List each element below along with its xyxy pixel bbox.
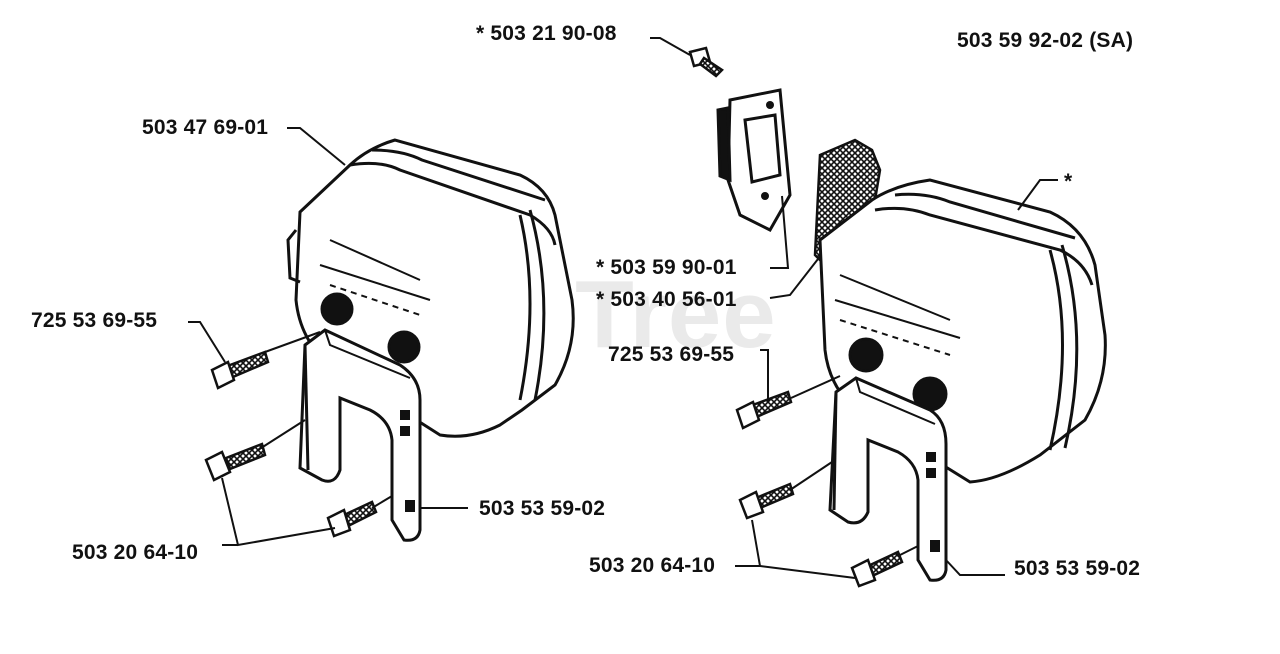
label-muffler-right: *	[1064, 170, 1073, 193]
leader-lines-left	[188, 127, 468, 547]
bracket-left	[298, 328, 422, 542]
screw-left-lower	[326, 500, 378, 538]
label-screws-left: 503 20 64-10	[72, 541, 199, 564]
screw-left-upper	[204, 442, 267, 482]
label-screw-top: * 503 21 90-08	[476, 22, 617, 45]
screw-right-upper	[738, 482, 795, 520]
gasket-plate	[716, 88, 792, 269]
label-bolt-left: 725 53 69-55	[31, 309, 158, 332]
label-spark-screen: * 503 40 56-01	[596, 288, 737, 311]
label-muffler-left: 503 47 69-01	[142, 116, 269, 139]
leader-lines-right	[735, 179, 1058, 579]
bolt-left	[210, 350, 270, 390]
label-gasket: * 503 59 90-01	[596, 256, 737, 279]
screw-top	[650, 37, 724, 78]
label-bracket-left: 503 53 59-02	[479, 497, 606, 520]
label-bracket-right: 503 53 59-02	[1014, 557, 1141, 580]
bolt-right	[735, 390, 793, 430]
screw-right-lower	[850, 550, 904, 588]
label-screws-right: 503 20 64-10	[589, 554, 716, 577]
label-bolt-right: 725 53 69-55	[608, 343, 735, 366]
bracket-right	[828, 376, 948, 582]
label-kit-code: 503 59 92-02 (SA)	[957, 29, 1134, 52]
